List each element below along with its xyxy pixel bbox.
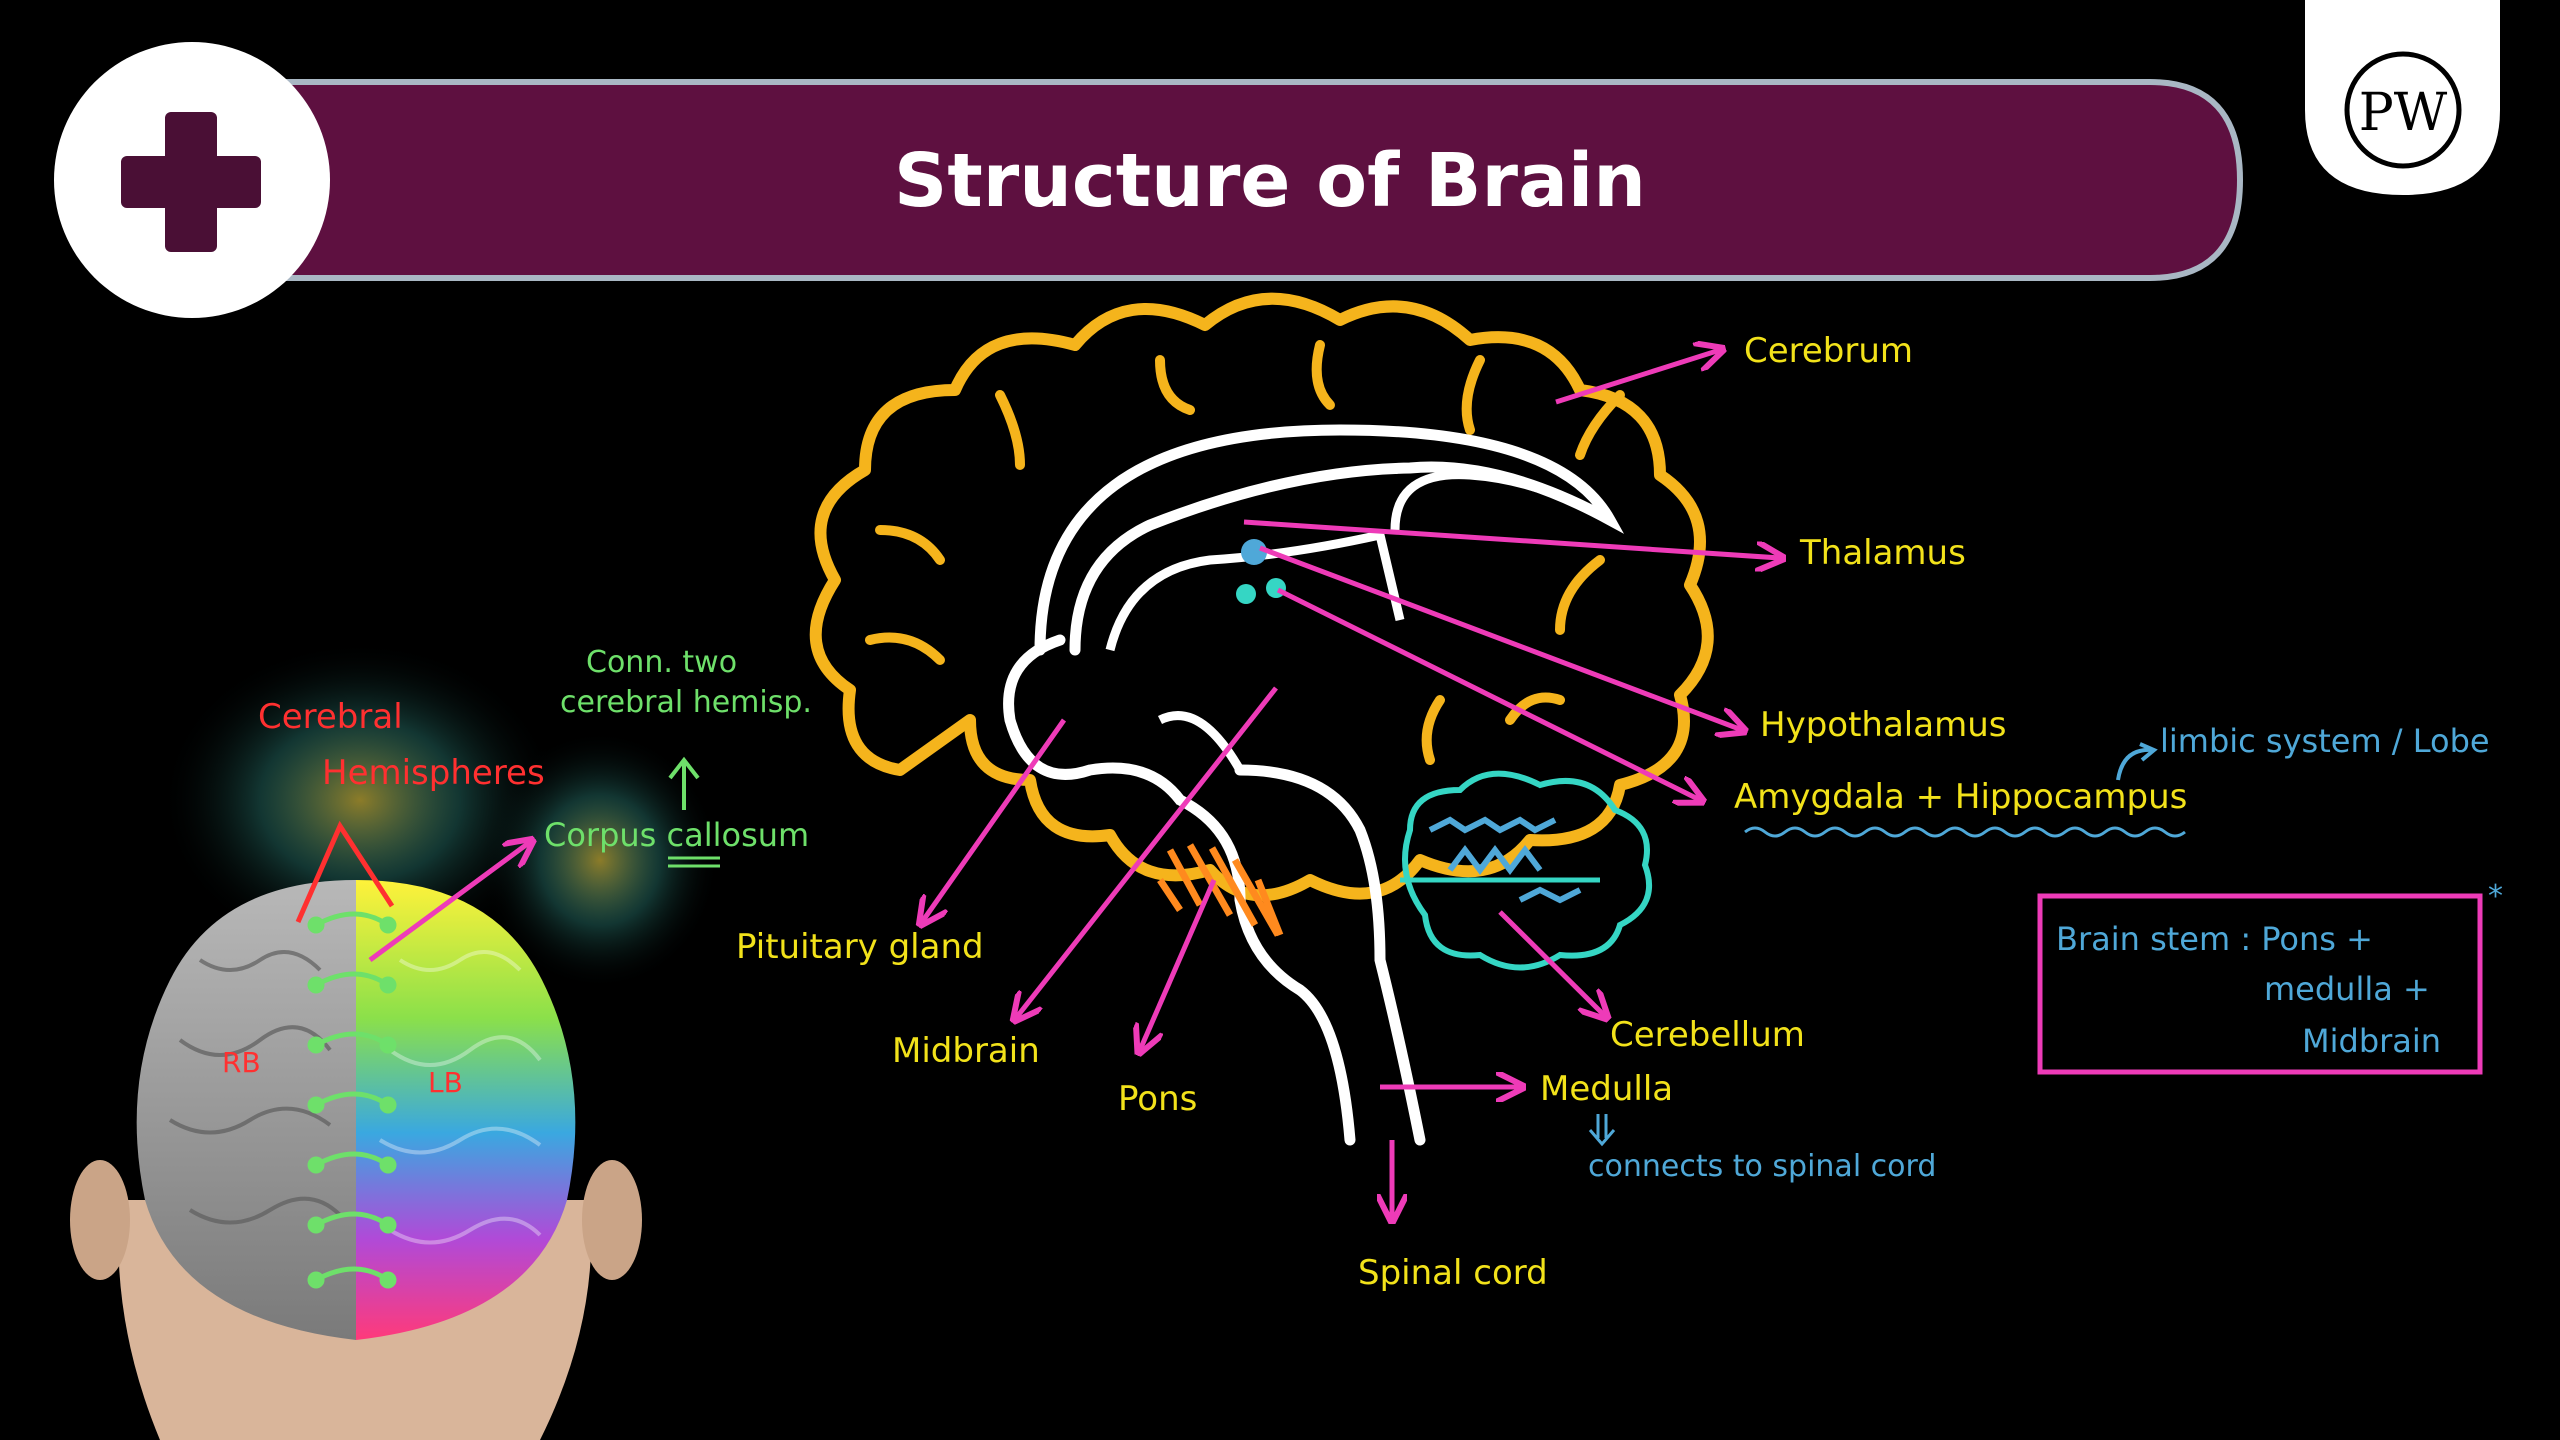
- fornix-shape: [1390, 470, 1613, 531]
- title-banner: [217, 79, 2244, 281]
- amygdala-arrow: [1276, 587, 1700, 800]
- pons-hatch: [1157, 843, 1284, 937]
- medical-cross-icon: [54, 42, 330, 318]
- hemispheres-bracket: [295, 820, 395, 924]
- cerebral-label-line1: Cerebral: [258, 697, 403, 737]
- limbic-curve-arrow: [2116, 747, 2153, 781]
- right-brain-hemisphere: [136, 880, 356, 1340]
- cerebrum-label: Cerebrum: [1744, 331, 1913, 371]
- thalamus-label: Thalamus: [1799, 533, 1966, 573]
- rb-label: RB: [222, 1046, 261, 1079]
- ventricle-shape: [1105, 529, 1405, 652]
- pons-arrow: [1140, 879, 1217, 1050]
- medulla-label: Medulla: [1540, 1069, 1673, 1109]
- corpus-callosum-label: Corpus callosum: [544, 816, 809, 854]
- conn-two-label: Conn. two: [586, 645, 737, 680]
- cerebral-label-line2: Hemispheres: [322, 753, 545, 793]
- page-title: Structure of Brain: [894, 138, 1646, 224]
- midbrain-brainstem-shape: [1003, 634, 1356, 1146]
- connects-down-arrow: [1588, 1114, 1616, 1147]
- amygdala-hippocampus-label: Amygdala + Hippocampus: [1734, 777, 2187, 817]
- hypothalamus-dot: [1236, 584, 1256, 604]
- brainstem-line3: Midbrain: [2302, 1022, 2441, 1060]
- thalamus-dot: [1241, 539, 1267, 565]
- brainstem-star: *: [2488, 879, 2503, 914]
- cerebellum-arrow: [1498, 910, 1605, 1016]
- brainstem-note-box: Brain stem : Pons + medulla + Midbrain *: [2037, 879, 2503, 1075]
- hypothalamus-label: Hypothalamus: [1760, 705, 2006, 745]
- corpus-callosum-arrow: [368, 842, 530, 963]
- cerebellum-label: Cerebellum: [1610, 1015, 1805, 1055]
- left-brain-hemisphere: [356, 880, 576, 1340]
- pituitary-gland-label: Pituitary gland: [736, 927, 984, 967]
- lb-label: LB: [428, 1066, 463, 1099]
- spinal-cord-label: Spinal cord: [1358, 1253, 1548, 1293]
- brain-diagram: [809, 292, 1714, 1146]
- amygdala-wavy-underline: [1744, 826, 2186, 838]
- corpus-callosum-connections: [307, 911, 397, 1289]
- thalamus-arrow: [1243, 519, 1780, 558]
- brainstem-right-edge: [1234, 764, 1426, 1146]
- brainstem-line1: Brain stem : Pons +: [2056, 920, 2373, 958]
- cerebellum-shape: [1402, 770, 1652, 971]
- pons-label: Pons: [1118, 1079, 1197, 1119]
- pituitary-arrow: [922, 718, 1067, 922]
- hypothalamus-arrow: [1259, 545, 1742, 730]
- pw-logo-text: PW: [2359, 83, 2448, 143]
- limbic-system-label: limbic system / Lobe: [2160, 722, 2490, 760]
- cerebrum-outline: [809, 292, 1714, 902]
- connects-to-spinal-cord-label: connects to spinal cord: [1588, 1149, 1936, 1184]
- pw-logo: PW: [2305, 0, 2500, 195]
- midbrain-label: Midbrain: [892, 1031, 1040, 1071]
- brainstem-line2: medulla +: [2264, 970, 2430, 1008]
- cerebral-hemisp-label: cerebral hemisp.: [560, 685, 812, 720]
- cerebrum-arrow: [1555, 350, 1720, 405]
- label-arrows: [922, 350, 1780, 1218]
- midbrain-arrow: [1016, 686, 1278, 1018]
- header: Structure of Brain PW: [54, 0, 2500, 318]
- head-illustration: [70, 640, 720, 1440]
